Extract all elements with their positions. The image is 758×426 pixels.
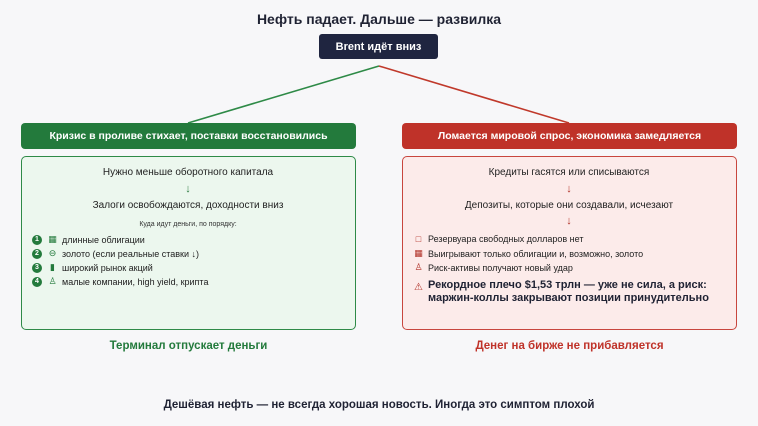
red-arrow-1: ↓: [566, 183, 572, 195]
warning-text: Рекордное плечо $1,53 трлн — уже не сила…: [428, 279, 709, 304]
list-item-label: Риск-активы получают новый удар: [428, 262, 573, 273]
person-icon: ♙: [48, 276, 57, 286]
red-branch-panel: Кредиты гасятся или списываются ↓ Депози…: [402, 156, 737, 330]
red-arrow-2: ↓: [566, 215, 572, 227]
list-number: 2: [32, 248, 42, 259]
list-item-label: Выигрывают только облигации и, возможно,…: [428, 248, 644, 259]
green-branch-header-label: Кризис в проливе стихает, поставки восст…: [49, 130, 328, 142]
list-item: 3 ▮ широкий рынок акций: [32, 262, 153, 273]
green-branch-header: Кризис в проливе стихает, поставки восст…: [21, 123, 356, 149]
list-item-label: широкий рынок акций: [62, 262, 153, 273]
red-line-1: Кредиты гасятся или списываются: [488, 167, 650, 178]
list-item-label: Резервуара свободных долларов нет: [428, 234, 584, 244]
green-branch-footer: Терминал отпускает деньги: [109, 340, 268, 352]
list-item: 4 ♙ малые компании, high yield, крипта: [32, 276, 208, 287]
list-item-label: золото (если реальные ставки ↓): [62, 248, 199, 259]
page-title: Нефть падает. Дальше — развилка: [256, 11, 502, 27]
list-item: 1 ▦ длинные облигации: [32, 234, 145, 245]
warning-icon: ⚠: [414, 282, 423, 293]
person-icon: ♙: [414, 262, 423, 272]
root-node: Brent идёт вниз: [319, 34, 438, 59]
green-note: Куда идут деньги, по порядку:: [139, 221, 237, 228]
warning-block: ⚠ Рекордное плечо $1,53 трлн — уже не си…: [413, 279, 729, 305]
list-item-label: длинные облигации: [62, 234, 145, 245]
red-branch-header-label: Ломается мировой спрос, экономика замедл…: [437, 130, 702, 142]
list-item: ▦ Выигрывают только облигации и, возможн…: [413, 248, 643, 259]
green-arrow-1: ↓: [185, 183, 191, 195]
red-branch-line: [378, 65, 570, 124]
list-item: □ Резервуара свободных долларов нет: [413, 234, 584, 244]
green-line-1: Нужно меньше оборотного капитала: [102, 167, 274, 178]
box-icon: □: [415, 234, 422, 244]
coin-icon: ⊖: [48, 248, 57, 258]
list-item: ♙ Риск-активы получают новый удар: [413, 262, 573, 273]
root-node-label: Brent идёт вниз: [335, 40, 422, 53]
chart-icon: ▮: [50, 262, 55, 272]
green-branch-line: [187, 65, 380, 124]
list-item-label: малые компании, high yield, крипта: [62, 276, 209, 287]
building-icon: ▦: [414, 248, 423, 258]
building-icon: ▦: [48, 234, 57, 244]
list-number: 4: [32, 276, 42, 287]
green-line-2: Залоги освобождаются, доходности вниз: [92, 200, 284, 211]
green-branch-panel: Нужно меньше оборотного капитала ↓ Залог…: [21, 156, 356, 330]
red-branch-footer: Денег на бирже не прибавляется: [475, 340, 664, 352]
bottom-caption: Дешёвая нефть — не всегда хорошая новост…: [163, 399, 595, 411]
red-line-2: Депозиты, которые они создавали, исчезаю…: [464, 200, 674, 211]
list-number: 1: [32, 234, 42, 245]
red-branch-header: Ломается мировой спрос, экономика замедл…: [402, 123, 737, 149]
list-number: 3: [32, 262, 42, 273]
list-item: 2 ⊖ золото (если реальные ставки ↓): [32, 248, 199, 259]
